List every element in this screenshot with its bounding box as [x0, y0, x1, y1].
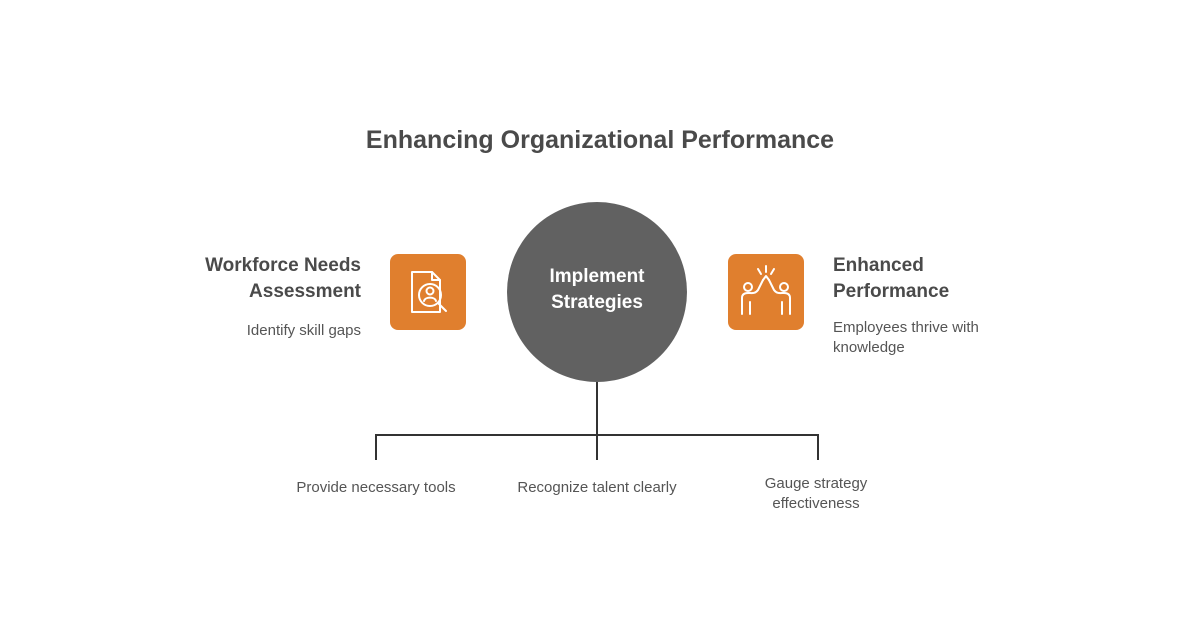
right-heading-line1: Enhanced	[833, 255, 924, 276]
branch-label-2: Recognize talent clearly	[487, 478, 707, 498]
branch-label-2-line1: Recognize talent clearly	[517, 479, 677, 496]
center-circle	[507, 202, 687, 382]
center-label-line1: Implement	[549, 266, 645, 287]
branch-label-3-line2: effectiveness	[772, 495, 860, 512]
right-icon-box	[728, 254, 804, 330]
right-heading: Enhanced Performance	[833, 253, 1053, 305]
branch-label-1-line1: Provide necessary tools	[296, 479, 456, 496]
search-profile-icon	[411, 271, 447, 313]
diagram-title: Enhancing Organizational Performance	[365, 126, 835, 154]
left-heading-line2: Assessment	[249, 281, 361, 302]
left-heading: Workforce Needs Assessment	[150, 253, 361, 305]
right-description-line2: knowledge	[833, 339, 905, 356]
left-icon-box	[390, 254, 466, 330]
branch-label-1: Provide necessary tools	[266, 478, 486, 498]
left-heading-line1: Workforce Needs	[205, 255, 361, 276]
left-description: Identify skill gaps	[246, 322, 361, 339]
right-description: Employees thrive with knowledge	[833, 318, 1033, 358]
high-five-icon	[741, 265, 791, 315]
center-label: Implement Strategies	[507, 264, 687, 316]
right-heading-line2: Performance	[833, 281, 950, 302]
center-label-line2: Strategies	[551, 292, 643, 313]
right-description-line1: Employees thrive with	[833, 319, 979, 336]
branch-label-3-line1: Gauge strategy	[764, 475, 868, 492]
branch-label-3: Gauge strategy effectiveness	[706, 474, 926, 514]
